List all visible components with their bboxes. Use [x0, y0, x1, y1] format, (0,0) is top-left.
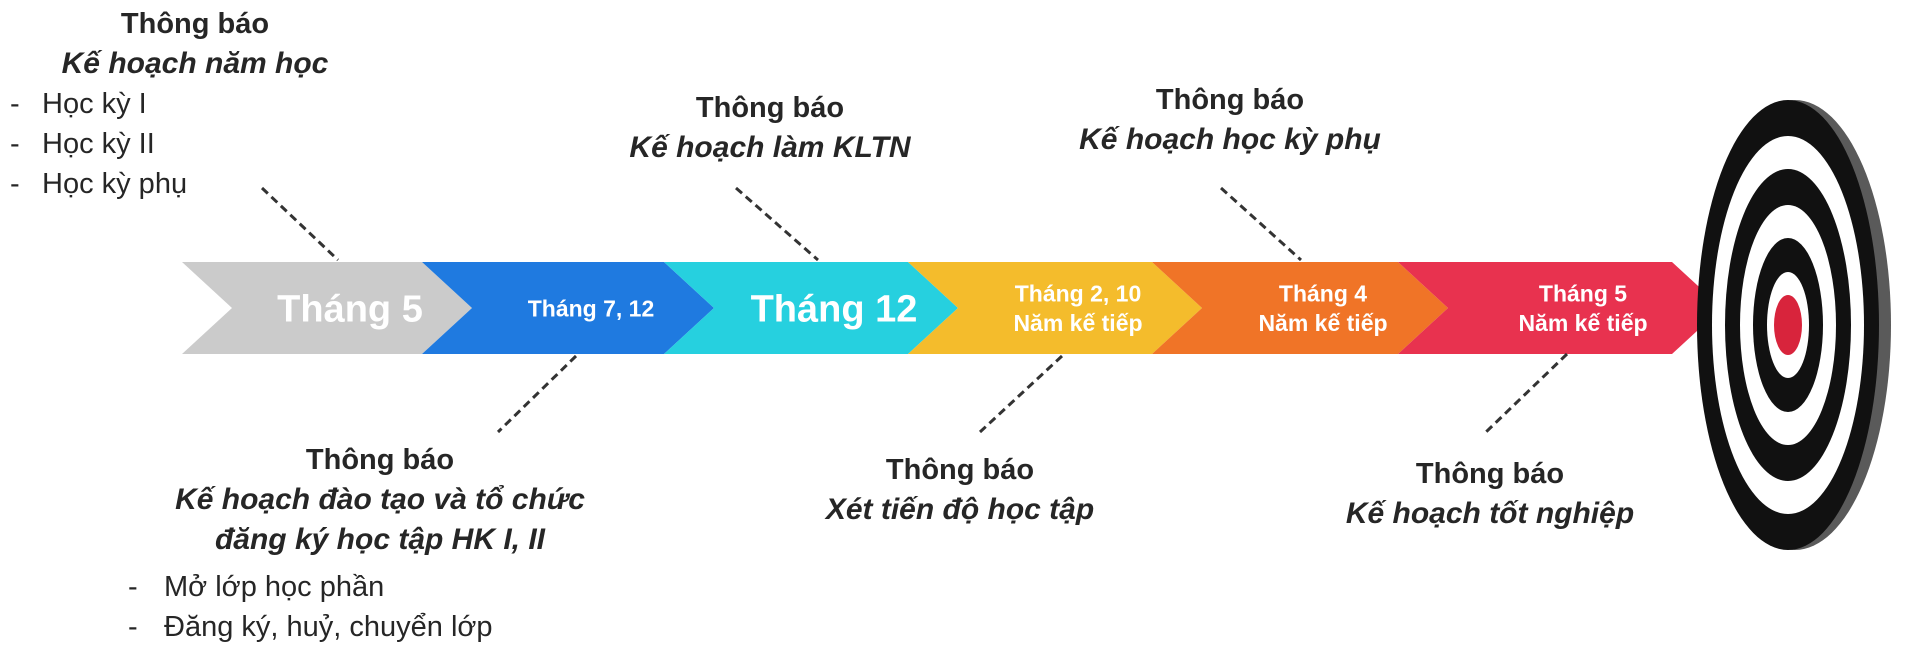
timeline-stage-label: Tháng 5 — [1539, 280, 1627, 306]
note-subtitle-line-1: Kế hoạch đào tạo và tổ chức — [175, 483, 585, 516]
timeline-stage-label: Năm kế tiếp — [1518, 310, 1647, 336]
note-subtitle-line-2: đăng ký học tập HK I, II — [214, 523, 546, 556]
list-item: -Mở lớp học phần — [128, 567, 648, 607]
dash-marker: - — [10, 88, 20, 120]
connector-line-5 — [1219, 186, 1303, 262]
list-item-text: Đăng ký, huỷ, chuyển lớp — [164, 611, 493, 643]
timeline-chevron — [422, 262, 714, 354]
connector-line-2 — [496, 354, 578, 434]
note-training-plan-list: -Mở lớp học phần -Đăng ký, huỷ, chuyển l… — [128, 567, 648, 647]
list-item-text: Học kỳ I — [42, 88, 147, 120]
note-title: Thông báo — [1415, 458, 1565, 490]
note-graduation-plan: Thông báo Kế hoạch tốt nghiệp — [1290, 454, 1690, 534]
note-title: Thông báo — [695, 92, 845, 124]
list-item: -Học kỳ II — [10, 124, 270, 164]
timeline-arrows: Tháng 5 Tháng 7, 12 Tháng 12 Tháng 2, 10 Năm… — [182, 262, 1722, 354]
note-subtitle: Xét tiến độ học tập — [825, 493, 1095, 526]
list-item: -Đăng ký, huỷ, chuyển lớp — [128, 607, 648, 647]
dash-marker: - — [128, 611, 138, 643]
note-title: Thông báo — [120, 8, 270, 40]
connector-line-1 — [260, 186, 340, 262]
timeline-stage-label: Tháng 2, 10 — [1015, 280, 1142, 306]
timeline-chevron — [908, 262, 1202, 354]
note-title: Thông báo — [885, 454, 1035, 486]
note-yearly-plan-list: -Học kỳ I -Học kỳ II -Học kỳ phụ — [10, 84, 270, 204]
note-subtitle: Kế hoạch học kỳ phụ — [1079, 123, 1381, 156]
timeline-stage-label: Tháng 4 — [1279, 280, 1367, 306]
timeline-chevron — [664, 262, 958, 354]
dash-marker: - — [10, 168, 20, 200]
note-title: Thông báo — [1155, 84, 1305, 116]
target-icon — [1697, 100, 1891, 550]
timeline-stage-label: Năm kế tiếp — [1013, 310, 1142, 336]
timeline-stage-label: Tháng 5 — [277, 289, 423, 331]
timeline-stage-label: Tháng 7, 12 — [528, 295, 655, 321]
timeline-chevron — [1152, 262, 1448, 354]
note-summer-term-plan: Thông báo Kế hoạch học kỳ phụ — [1020, 80, 1440, 160]
target-bullseye — [1774, 295, 1802, 355]
note-title: Thông báo — [305, 444, 455, 476]
list-item: -Học kỳ phụ — [10, 164, 270, 204]
dash-marker: - — [128, 571, 138, 603]
timeline-stage-label: Năm kế tiếp — [1258, 310, 1387, 336]
note-yearly-plan: Thông báo Kế hoạch năm học — [0, 4, 390, 84]
note-subtitle: Kế hoạch làm KLTN — [629, 131, 911, 164]
connector-line-4 — [978, 354, 1064, 434]
note-thesis-plan: Thông báo Kế hoạch làm KLTN — [580, 88, 960, 168]
timeline-chevron — [1398, 262, 1722, 354]
timeline-stage-label: Tháng 12 — [751, 289, 918, 331]
dash-marker: - — [10, 128, 20, 160]
note-subtitle: Kế hoạch năm học — [61, 47, 329, 80]
note-training-plan: Thông báo Kế hoạch đào tạo và tổ chức đă… — [110, 440, 650, 560]
list-item-text: Học kỳ II — [42, 128, 155, 160]
timeline-chevron — [182, 262, 472, 354]
note-subtitle: Kế hoạch tốt nghiệp — [1345, 497, 1635, 530]
note-progress-review: Thông báo Xét tiến độ học tập — [760, 450, 1160, 530]
list-item-text: Học kỳ phụ — [42, 168, 188, 200]
list-item: -Học kỳ I — [10, 84, 270, 124]
list-item-text: Mở lớp học phần — [164, 571, 385, 603]
connector-line-3 — [735, 186, 819, 262]
connector-line-6 — [1484, 352, 1569, 434]
